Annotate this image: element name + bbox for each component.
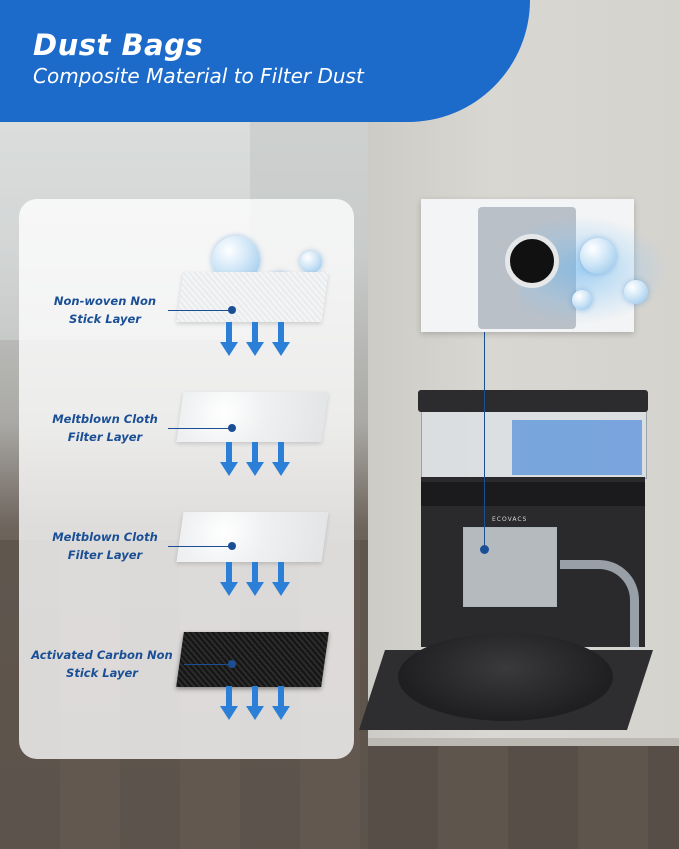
layer-label-line: Non-woven Non (53, 294, 157, 308)
water-tank-water (512, 420, 642, 475)
layer-label-nonwoven: Non-woven Non Stick Layer (40, 292, 170, 328)
pointer-line (168, 546, 230, 547)
activated-carbon-sheet (176, 632, 329, 687)
meltblown-sheet-2 (176, 512, 329, 562)
nonwoven-sheet (176, 272, 329, 322)
layer-label-line: Stick Layer (69, 312, 141, 326)
down-arrows (220, 322, 290, 356)
pointer-dot (228, 306, 236, 314)
pointer-line (184, 664, 230, 665)
connector-dot (480, 545, 489, 554)
connector-line (484, 332, 485, 547)
layer-label-meltblown-2: Meltblown Cloth Filter Layer (40, 528, 170, 564)
layer-label-meltblown-1: Meltblown Cloth Filter Layer (40, 410, 170, 446)
station-band (421, 482, 645, 506)
down-arrows (220, 686, 290, 720)
dust-particle-bubble (624, 280, 648, 304)
baseboard (368, 738, 679, 746)
pointer-dot (228, 542, 236, 550)
station-lid (418, 390, 648, 412)
brand-logo: ECOVACS (492, 516, 528, 523)
down-arrows (220, 562, 290, 596)
layer-label-line: Stick Layer (66, 666, 138, 680)
pointer-line (168, 428, 230, 429)
down-arrows (220, 442, 290, 476)
floor-right (368, 746, 679, 849)
layer-label-line: Activated Carbon Non (31, 648, 173, 662)
dust-bin-compartment (463, 527, 557, 607)
layer-label-line: Filter Layer (67, 548, 143, 562)
page-title: Dust Bags (33, 28, 204, 62)
layer-label-carbon: Activated Carbon Non Stick Layer (24, 646, 180, 682)
layer-label-line: Meltblown Cloth (52, 530, 158, 544)
robot-vacuum (398, 633, 613, 721)
header-banner: Dust Bags Composite Material to Filter D… (0, 0, 530, 122)
pointer-dot (228, 424, 236, 432)
dust-particle-bubble (572, 290, 592, 310)
pointer-line (168, 310, 230, 311)
page-subtitle: Composite Material to Filter Dust (33, 64, 364, 88)
dust-particle-bubble-small (300, 251, 322, 273)
meltblown-sheet-1 (176, 392, 329, 442)
pointer-dot (228, 660, 236, 668)
layer-label-line: Filter Layer (67, 430, 143, 444)
layer-label-line: Meltblown Cloth (52, 412, 158, 426)
dust-particle-bubble (580, 238, 616, 274)
dust-bag-intake-hole (505, 234, 559, 288)
